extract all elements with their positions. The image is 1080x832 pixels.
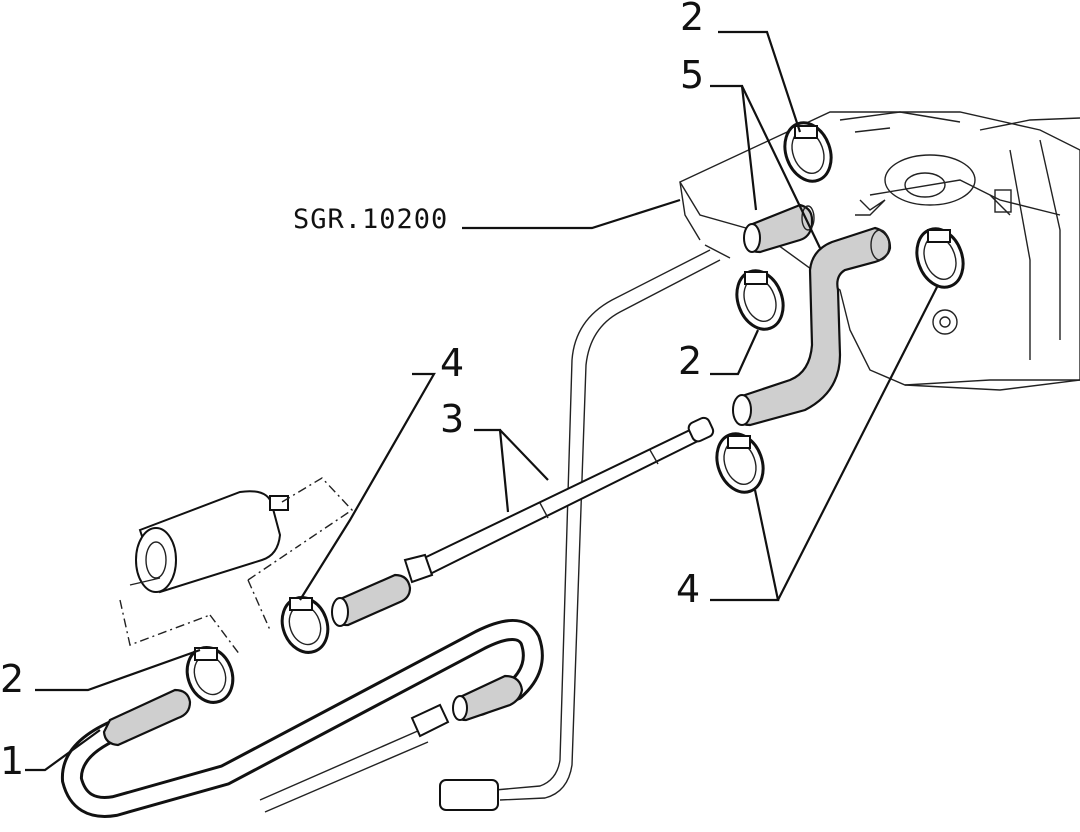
clamp-filter-inlet bbox=[185, 646, 235, 704]
feed-line bbox=[259, 703, 450, 813]
hose-4-short bbox=[331, 573, 412, 627]
callout-5: 5 bbox=[680, 53, 704, 97]
pipe-3 bbox=[403, 416, 715, 584]
clamp-right-upper bbox=[915, 227, 965, 289]
hose-clamps bbox=[185, 121, 965, 704]
reference-code: SGR.10200 bbox=[293, 204, 448, 235]
callout-labels: 2 5 2 4 3 4 2 1 SGR.10200 bbox=[0, 0, 704, 783]
hose-1-loop bbox=[60, 619, 544, 818]
callout-1: 1 bbox=[0, 739, 24, 783]
installation-lines bbox=[119, 477, 354, 656]
callout-2-mid: 2 bbox=[678, 339, 702, 383]
callout-3: 3 bbox=[440, 397, 464, 441]
hose-5 bbox=[743, 203, 815, 254]
return-pipe bbox=[439, 244, 731, 811]
callout-2-left: 2 bbox=[0, 657, 24, 701]
callout-2-top: 2 bbox=[680, 0, 704, 39]
leader-lines bbox=[25, 30, 939, 772]
fuel-filter bbox=[129, 490, 289, 594]
callout-4-right: 4 bbox=[676, 567, 700, 611]
clamp-mid bbox=[735, 269, 785, 331]
clamp-filter-outlet bbox=[280, 596, 330, 654]
hose-tank-curved bbox=[732, 226, 892, 427]
clamp-right-lower bbox=[715, 432, 765, 494]
callout-4-upper: 4 bbox=[440, 341, 464, 385]
